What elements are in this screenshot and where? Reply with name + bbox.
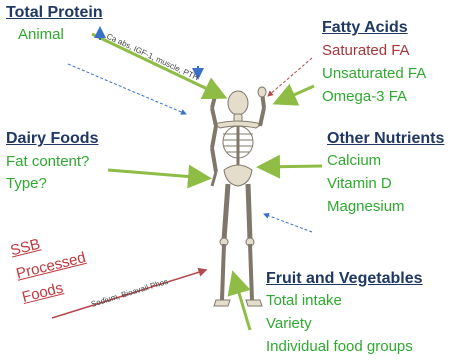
fruit-veg-group: Fruit and Vegetables Total intake Variet… — [266, 270, 422, 361]
total-protein-item: Animal — [18, 26, 103, 44]
fruit-veg-item-groups: Individual food groups — [266, 338, 422, 361]
dairy-foods-group: Dairy Foods Fat content? Type? — [6, 130, 98, 197]
total-protein-heading: Total Protein — [6, 4, 103, 22]
other-nutrients-item-magnesium: Magnesium — [327, 198, 444, 221]
other-nutrients-group: Other Nutrients Calcium Vitamin D Magnes… — [327, 130, 444, 221]
dairy-foods-heading: Dairy Foods — [6, 130, 98, 148]
protein-arrow — [92, 34, 222, 96]
dairy-arrow — [108, 170, 206, 178]
fatty-acids-item-saturated: Saturated FA — [322, 42, 426, 65]
other-nutrients-heading: Other Nutrients — [327, 130, 444, 148]
fruit-veg-item-total: Total intake — [266, 292, 422, 315]
other-nutrients-item-vitamin-d: Vitamin D — [327, 175, 444, 198]
dairy-foods-item-type: Type? — [6, 175, 98, 197]
skeleton-figure — [212, 87, 266, 306]
fatty-acids-item-unsaturated: Unsaturated FA — [322, 65, 426, 88]
dairy-foods-item-fat: Fat content? — [6, 153, 98, 175]
fatty-acids-items: Saturated FA Unsaturated FA Omega-3 FA — [322, 42, 426, 111]
protein-arrow-label: Ca abs, IGF-1, muscle, PTH — [105, 32, 200, 83]
other-nutrients-item-calcium: Calcium — [327, 152, 444, 175]
fatty-acids-heading: Fatty Acids — [322, 19, 408, 37]
dashed-arrow-right — [264, 214, 312, 232]
fatty-acids-item-omega3: Omega-3 FA — [322, 88, 426, 111]
ssb-arrow-label: Sodium, Bioavail Phos — [90, 277, 169, 309]
fatty-acids-green-arrow — [278, 86, 314, 102]
fruit-veg-heading: Fruit and Vegetables — [266, 270, 422, 288]
fatty-acids-group: Fatty Acids — [322, 19, 408, 37]
other-nutrients-arrow — [262, 166, 322, 167]
total-protein-group: Total Protein Animal — [6, 4, 103, 44]
fruit-veg-item-variety: Variety — [266, 315, 422, 338]
